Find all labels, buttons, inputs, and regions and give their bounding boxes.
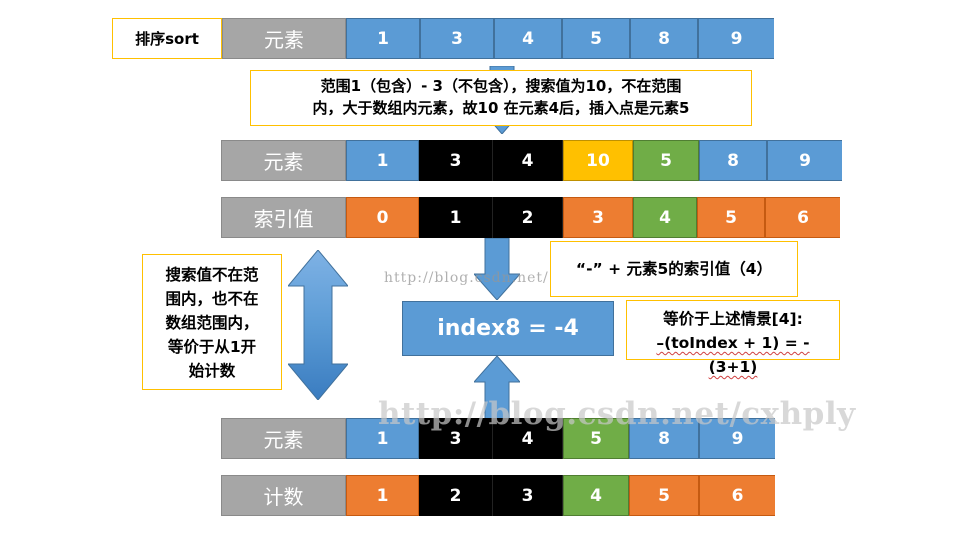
- row-bottom-cell: 4: [493, 418, 563, 459]
- row-count-cell: 3: [493, 475, 563, 516]
- row-insert-cell: 5: [633, 140, 699, 181]
- row-bottom-elements: 元素 1 3 4 5 8 9: [221, 418, 775, 459]
- note-left: 搜索值不在范 围内，也不在 数组范围内， 等价于从1开 始计数: [142, 254, 282, 390]
- row-insert-cell: 10: [563, 140, 633, 181]
- watermark-big: http://blog.csdn.net/cxhply: [378, 396, 856, 432]
- note-left-line: 等价于从1开: [167, 338, 257, 356]
- note-equiv-line: –(toIndex + 1) = - (3+1): [656, 334, 810, 376]
- row-count-cell: 1: [346, 475, 419, 516]
- note-left-line: 数组范围内，: [165, 314, 259, 332]
- row-top-elements: 元素 1 3 4 5 8 9: [222, 18, 774, 59]
- note-equiv-line: 等价于上述情景[4]:: [663, 310, 803, 328]
- row-top-cell: 8: [630, 18, 698, 59]
- up-arrow-bottom-icon: [474, 356, 520, 420]
- note-left-line: 始计数: [188, 362, 236, 380]
- row-bottom-cell: 8: [629, 418, 699, 459]
- row-bottom-cell: 5: [563, 418, 629, 459]
- row-count-cell: 2: [419, 475, 493, 516]
- row-top-cell: 9: [698, 18, 774, 59]
- note-top: 范围1（包含）- 3（不包含），搜索值为10，不在范围 内，大于数组内元素，故1…: [250, 70, 752, 126]
- row-insert-cell: 9: [767, 140, 842, 181]
- row-insert-cell: 4: [493, 140, 563, 181]
- note-minus: “-” + 元素5的索引值（4）: [550, 241, 798, 297]
- note-left-line: 围内，也不在: [165, 290, 259, 308]
- row-index-cell: 6: [765, 197, 840, 238]
- note-left-line: 搜索值不在范: [165, 266, 259, 284]
- row-insert-cell: 1: [346, 140, 419, 181]
- note-minus-text: “-” + 元素5的索引值（4）: [575, 260, 773, 278]
- row-top-cell: 4: [494, 18, 562, 59]
- note-equiv: 等价于上述情景[4]: –(toIndex + 1) = - (3+1): [626, 300, 840, 376]
- row-count-header: 计数: [221, 475, 346, 516]
- watermark-small: http://blog.csdn.net/: [384, 270, 549, 286]
- row-count-cell: 5: [629, 475, 699, 516]
- row-index-cell: 4: [633, 197, 697, 238]
- row-top-cell: 5: [562, 18, 630, 59]
- index-result-text: index8 = -4: [437, 316, 579, 341]
- row-top-cell: 3: [420, 18, 494, 59]
- row-index-cell: 1: [419, 197, 493, 238]
- sort-label-box: 排序sort: [112, 18, 222, 59]
- row-index-header: 索引值: [221, 197, 346, 238]
- row-insert-header: 元素: [221, 140, 346, 181]
- down-arrow-middle-icon: [474, 238, 520, 300]
- row-top-cell: 1: [346, 18, 420, 59]
- row-insert-elements: 元素 1 3 4 10 5 8 9: [221, 140, 842, 181]
- row-index-cell: 0: [346, 197, 419, 238]
- row-index-cell: 5: [697, 197, 765, 238]
- row-index-cell: 3: [563, 197, 633, 238]
- index-result-box: index8 = -4: [402, 301, 614, 356]
- row-count: 计数 1 2 3 4 5 6: [221, 475, 775, 516]
- row-insert-cell: 8: [699, 140, 767, 181]
- row-bottom-cell: 1: [346, 418, 419, 459]
- note-top-line: 范围1（包含）- 3（不包含），搜索值为10，不在范围: [320, 77, 682, 95]
- row-bottom-cell: 3: [419, 418, 493, 459]
- row-insert-cell: 3: [419, 140, 493, 181]
- sort-label: 排序sort: [135, 30, 199, 48]
- row-count-cell: 6: [699, 475, 775, 516]
- row-index: 索引值 0 1 2 3 4 5 6: [221, 197, 840, 238]
- row-bottom-cell: 9: [699, 418, 775, 459]
- note-top-line: 内，大于数组内元素，故10 在元素4后，插入点是元素5: [312, 99, 690, 117]
- row-count-cell: 4: [563, 475, 629, 516]
- double-arrow-icon: [288, 250, 348, 400]
- row-bottom-header: 元素: [221, 418, 346, 459]
- row-index-cell: 2: [493, 197, 563, 238]
- row-top-header: 元素: [222, 18, 346, 59]
